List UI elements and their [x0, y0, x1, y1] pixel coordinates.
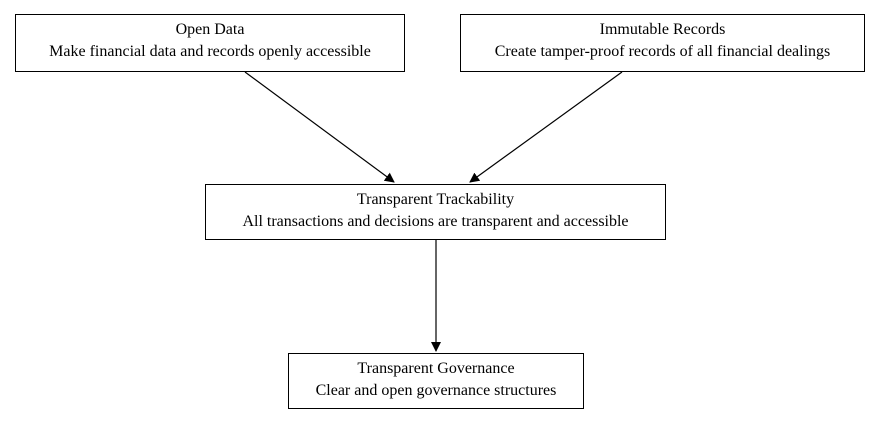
node-transparent-trackability: Transparent Trackability All transaction… [205, 184, 666, 240]
edge-open-data-to-trackability [244, 71, 395, 183]
node-transparent-governance: Transparent Governance Clear and open go… [288, 353, 584, 409]
node-subtitle: Make financial data and records openly a… [49, 43, 371, 60]
node-title: Transparent Trackability [356, 191, 515, 208]
node-open-data: Open Data Make financial data and record… [15, 14, 405, 72]
node-subtitle: Create tamper-proof records of all finan… [494, 43, 831, 60]
node-title: Transparent Governance [357, 360, 515, 377]
node-title: Immutable Records [599, 21, 726, 38]
node-subtitle: Clear and open governance structures [315, 382, 557, 399]
node-immutable-records: Immutable Records Create tamper-proof re… [460, 14, 865, 72]
node-subtitle: All transactions and decisions are trans… [242, 213, 629, 230]
node-title: Open Data [175, 21, 245, 38]
edge-immutable-records-to-trackability [469, 71, 623, 183]
